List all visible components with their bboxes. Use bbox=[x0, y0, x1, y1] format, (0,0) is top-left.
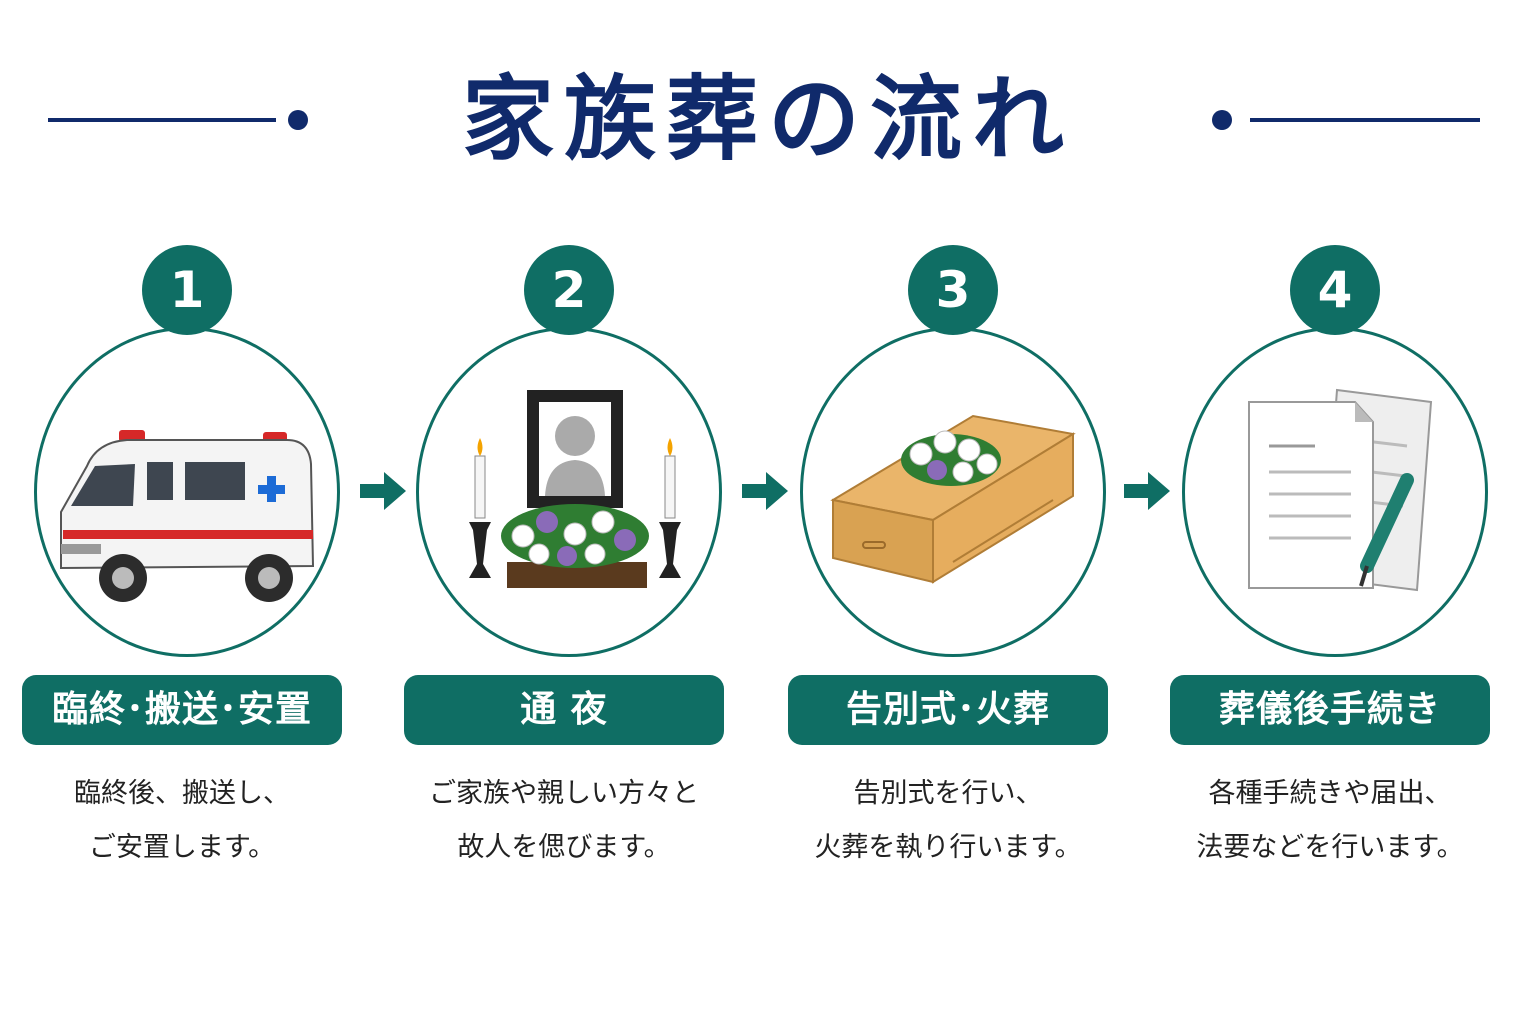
step-1: 1 臨終･搬送･安置 臨終後、搬送し、 ご安置します。 bbox=[20, 245, 360, 885]
arrow-right-icon bbox=[742, 472, 788, 510]
step-label: 告別式･火葬 bbox=[788, 675, 1108, 745]
step-description: 臨終後、搬送し、 ご安置します。 bbox=[20, 767, 344, 875]
step-circle bbox=[1182, 327, 1488, 657]
step-number-badge: 2 bbox=[524, 245, 614, 335]
step-3: 3 告別式･火葬 告別式を行い、 火葬を執り行います。 bbox=[786, 245, 1126, 885]
title-line-left bbox=[48, 118, 276, 122]
step-description: 各種手続きや届出、 法要などを行います。 bbox=[1168, 767, 1492, 875]
step-description-line: 故人を偲びます。 bbox=[457, 832, 671, 863]
step-4: 4 葬儀後手続き 各種手続きや届出、 法要などを行います。 bbox=[1168, 245, 1508, 885]
arrow-right-icon bbox=[1124, 472, 1170, 510]
title-dot-left bbox=[288, 110, 308, 130]
title-line-right bbox=[1250, 118, 1480, 122]
coffin-icon bbox=[830, 414, 1076, 584]
step-label: 臨終･搬送･安置 bbox=[22, 675, 342, 745]
title-dot-right bbox=[1212, 110, 1232, 130]
step-circle bbox=[34, 327, 340, 657]
step-label: 葬儀後手続き bbox=[1170, 675, 1490, 745]
memorial-altar-icon bbox=[469, 390, 681, 588]
step-circle bbox=[800, 327, 1106, 657]
step-number-badge: 3 bbox=[908, 245, 998, 335]
documents-pen-icon bbox=[1248, 388, 1433, 592]
step-description: ご家族や親しい方々と 故人を偲びます。 bbox=[402, 767, 726, 875]
step-number-badge: 4 bbox=[1290, 245, 1380, 335]
step-label: 通 夜 bbox=[404, 675, 724, 745]
step-description-line: 各種手続きや届出、 bbox=[1208, 778, 1452, 809]
step-description-line: ご安置します。 bbox=[88, 832, 276, 863]
arrow-right-icon bbox=[360, 472, 406, 510]
step-description-line: 告別式を行い、 bbox=[853, 778, 1043, 809]
page-title: 家族葬の流れ bbox=[461, 66, 1074, 173]
step-description-line: 火葬を執り行います。 bbox=[814, 832, 1082, 863]
step-description-line: 臨終後、搬送し、 bbox=[74, 778, 290, 809]
step-description-line: ご家族や親しい方々と bbox=[429, 778, 699, 809]
title-row: 家族葬の流れ bbox=[0, 60, 1536, 180]
step-number-badge: 1 bbox=[142, 245, 232, 335]
ambulance-icon bbox=[60, 430, 315, 602]
step-circle bbox=[416, 327, 722, 657]
step-description: 告別式を行い、 火葬を執り行います。 bbox=[786, 767, 1110, 875]
step-description-line: 法要などを行います。 bbox=[1196, 832, 1464, 863]
step-2: 2 通 夜 ご家族や親しい方々と 故人を偲びます。 bbox=[402, 245, 742, 885]
